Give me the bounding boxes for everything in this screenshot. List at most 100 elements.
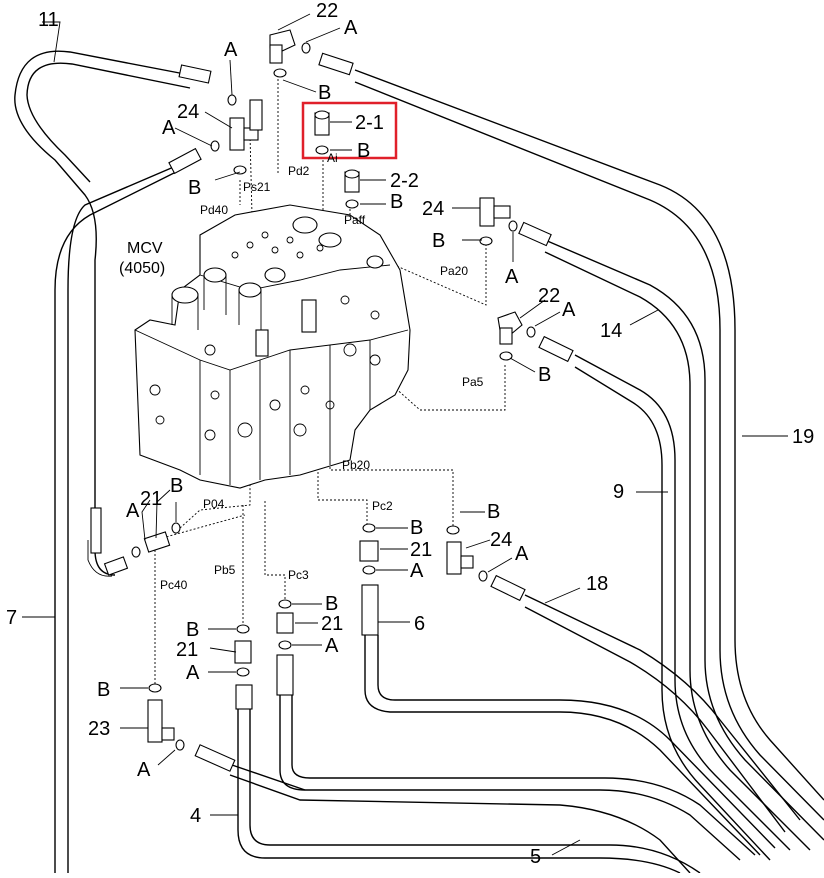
hose-14 bbox=[544, 239, 824, 851]
hose-end-5 bbox=[276, 654, 294, 696]
tee-fitting-23 bbox=[147, 699, 175, 743]
callout-22-right: 22 bbox=[538, 285, 560, 307]
tee-fitting-24-lower bbox=[446, 541, 474, 575]
o-ring-b-top bbox=[273, 68, 287, 78]
o-ring-a-21c bbox=[362, 565, 376, 575]
letter-b: B bbox=[410, 517, 423, 539]
port-paff: Paff bbox=[344, 213, 366, 227]
tee-fitting-24-right bbox=[479, 197, 511, 227]
o-ring-b-23 bbox=[148, 683, 162, 693]
port-pc40: Pc40 bbox=[160, 578, 188, 592]
o-ring-a-22c bbox=[526, 326, 536, 338]
port-pc2: Pc2 bbox=[372, 499, 393, 513]
hose-18 bbox=[524, 594, 801, 833]
hose-end-23 bbox=[194, 744, 236, 772]
port-ai: Ai bbox=[327, 151, 338, 165]
leader-lines bbox=[22, 13, 788, 856]
o-ring-b-22c bbox=[499, 351, 513, 361]
callout-24-right: 24 bbox=[422, 198, 444, 220]
hose-5 bbox=[279, 690, 756, 861]
hose-end-left-upper bbox=[168, 64, 212, 175]
letter-a: A bbox=[126, 500, 140, 522]
o-ring-a-24b bbox=[508, 220, 518, 232]
letter-a: A bbox=[224, 39, 238, 61]
port-pa5: Pa5 bbox=[462, 375, 484, 389]
callout-7: 7 bbox=[6, 607, 17, 629]
port-pd40: Pd40 bbox=[200, 203, 228, 217]
callout-21-left: 21 bbox=[140, 488, 162, 510]
hose-end-7 bbox=[103, 556, 129, 576]
tee-fitting-24-upper bbox=[229, 99, 263, 151]
letter-a: A bbox=[410, 560, 424, 582]
nipple-21-left bbox=[143, 531, 171, 553]
hose-end-18 bbox=[490, 574, 526, 602]
mcv-control-valve bbox=[134, 204, 411, 489]
letter-b: B bbox=[538, 364, 551, 386]
letter-a: A bbox=[162, 117, 176, 139]
elbow-fitting-22-top bbox=[269, 29, 296, 64]
callout-21-center: 21 bbox=[410, 539, 432, 561]
nipple-21-pb5 bbox=[234, 640, 252, 664]
callout-11: 11 bbox=[38, 9, 59, 31]
o-ring-a-24a bbox=[210, 140, 220, 152]
letter-b: B bbox=[170, 475, 183, 497]
port-p04: P04 bbox=[203, 497, 225, 511]
hose-end-top bbox=[318, 52, 354, 76]
hose-6 bbox=[364, 635, 776, 856]
o-ring-b-24c bbox=[446, 525, 460, 535]
hose-end-6 bbox=[361, 584, 379, 636]
callout-2-1: 2-1 bbox=[355, 112, 384, 134]
callout-4: 4 bbox=[190, 805, 201, 827]
callout-21-pb5: 21 bbox=[176, 639, 198, 661]
port-pb20: Pb20 bbox=[342, 458, 370, 472]
connector-2-1 bbox=[314, 110, 330, 155]
callout-24-lower: 24 bbox=[490, 529, 512, 551]
callout-labels: 11 22 2-1 2-2 24 24 22 14 19 9 21 24 18 … bbox=[6, 0, 814, 868]
port-labels: Pd2 Ai Ps21 Pd40 Paff Pa20 Pa5 Pb20 Pc2 … bbox=[160, 151, 484, 592]
hose-clamp-7 bbox=[90, 507, 102, 554]
letter-b: B bbox=[318, 82, 331, 104]
callout-14: 14 bbox=[600, 320, 622, 342]
o-ring-b-21c bbox=[362, 523, 376, 533]
connector-2-2 bbox=[344, 169, 360, 209]
callout-24-upper: 24 bbox=[177, 101, 199, 123]
o-ring-a-21b bbox=[131, 546, 141, 558]
o-ring-b-24b bbox=[479, 236, 493, 246]
callout-9: 9 bbox=[613, 481, 624, 503]
o-ring-b-21b bbox=[171, 522, 181, 534]
callout-5: 5 bbox=[530, 846, 541, 868]
letter-a: A bbox=[505, 266, 519, 288]
letter-b: B bbox=[390, 191, 403, 213]
seal-letters: A B A A B B B B A A B B A B A B A B A B … bbox=[97, 17, 576, 781]
o-ring-a-left bbox=[227, 94, 237, 106]
nipple-21-center bbox=[359, 540, 379, 562]
callout-6: 6 bbox=[414, 613, 425, 635]
o-ring-a-21e bbox=[236, 667, 250, 677]
hose-4 bbox=[229, 705, 701, 874]
o-ring-b-21d bbox=[278, 599, 292, 609]
letter-a: A bbox=[186, 662, 200, 684]
letter-a: A bbox=[325, 635, 339, 657]
callout-23: 23 bbox=[88, 718, 110, 740]
o-ring-a-top bbox=[301, 42, 311, 54]
callout-19: 19 bbox=[792, 426, 814, 448]
elbow-fitting-22-right bbox=[497, 311, 523, 345]
callout-21-pc3: 21 bbox=[321, 613, 343, 635]
letter-b: B bbox=[188, 177, 201, 199]
letter-b: B bbox=[97, 679, 110, 701]
port-ps21: Ps21 bbox=[243, 180, 271, 194]
callout-2-2: 2-2 bbox=[390, 170, 419, 192]
hose-9 bbox=[574, 354, 791, 861]
o-ring-a-23 bbox=[175, 739, 185, 751]
o-ring-b-21e bbox=[236, 624, 250, 634]
letter-a: A bbox=[137, 759, 151, 781]
hose-19 bbox=[354, 69, 824, 821]
letter-b: B bbox=[325, 593, 338, 615]
letter-b: B bbox=[357, 140, 370, 162]
letter-a: A bbox=[515, 543, 529, 565]
hose-end-14 bbox=[518, 221, 552, 247]
port-pa20: Pa20 bbox=[440, 264, 468, 278]
port-pb5: Pb5 bbox=[214, 563, 236, 577]
letter-a: A bbox=[562, 299, 576, 321]
